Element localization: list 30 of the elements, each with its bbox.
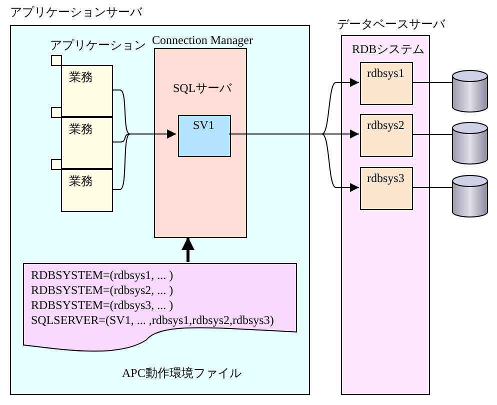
- database-cylinder: [452, 122, 488, 165]
- system-box: [360, 114, 413, 157]
- system-box: [360, 167, 413, 210]
- config-line: RDBSYSTEM=(rdbsys1, ... ): [31, 268, 174, 282]
- node-label: SV1: [193, 118, 214, 132]
- connector-line: [412, 134, 452, 135]
- arrow: [112, 130, 176, 190]
- group-label: アプリケーション: [50, 38, 146, 52]
- caption-text: APC動作環境ファイル: [122, 366, 242, 380]
- heading-text: Connection Manager: [152, 33, 253, 47]
- config-line: SQLSERVER=(SV1, ... ,rdbsys1,rdbsys2,rdbsys3): [31, 313, 274, 327]
- node-label: SQLサーバ: [173, 81, 232, 95]
- connector-line: [412, 82, 452, 83]
- arrow: [182, 237, 194, 262]
- node-label: 業務: [69, 70, 93, 84]
- database-cylinder: [452, 175, 488, 218]
- config-line: RDBSYSTEM=(rdbsys3, ... ): [31, 298, 174, 312]
- heading-text: データベースサーバ: [337, 17, 445, 31]
- node-label: 業務: [69, 174, 93, 188]
- node-label: rdbsys1: [367, 66, 404, 80]
- node-label: RDBシステム: [352, 42, 425, 56]
- node-label: 業務: [69, 122, 93, 136]
- process-box: [178, 115, 231, 157]
- config-line: RDBSYSTEM=(rdbsys2, ... ): [31, 283, 174, 297]
- heading-text: アプリケーションサーバ: [10, 5, 142, 19]
- node-label: rdbsys2: [367, 118, 404, 132]
- system-box: [360, 62, 413, 105]
- node-label: rdbsys3: [367, 171, 404, 185]
- connector-line: [412, 187, 452, 188]
- database-cylinder: [452, 70, 488, 113]
